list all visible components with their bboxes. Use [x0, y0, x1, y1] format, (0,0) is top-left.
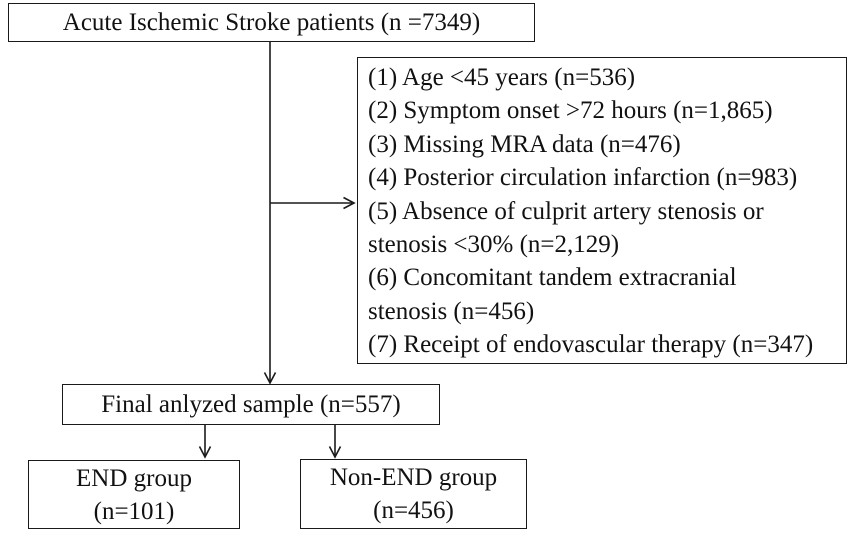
- arrowhead-down-nonend: [328, 446, 342, 459]
- exclusion-item: (6) Concomitant tandem extracranial sten…: [368, 264, 737, 325]
- exclusion-item: (1) Age <45 years (n=536): [368, 64, 636, 91]
- final-sample-box: Final anlyzed sample (n=557): [62, 384, 440, 425]
- non-end-group-box: Non-END group (n=456): [300, 459, 527, 529]
- arrowhead-down-final: [263, 372, 277, 385]
- arrowhead-right-exclusions: [343, 196, 356, 210]
- end-group-box: END group (n=101): [28, 460, 240, 529]
- exclusion-item: (3) Missing MRA data (n=476): [368, 130, 681, 158]
- exclusion-item: (5) Absence of culprit artery stenosis o…: [368, 197, 764, 259]
- exclusion-item: (4) Posterior circulation infarction (n=…: [368, 164, 798, 192]
- total-patients-box: Acute Ischemic Stroke patients (n =7349): [8, 3, 535, 42]
- arrowhead-down-end: [198, 446, 212, 459]
- exclusion-item: (2) Symptom onset >72 hours (n=1,865): [368, 97, 773, 125]
- exclusion-item: (7) Receipt of endovascular therapy (n=3…: [368, 331, 814, 359]
- exclusion-criteria-box: (1) Age <45 years (n=536) (2) Symptom on…: [357, 57, 847, 364]
